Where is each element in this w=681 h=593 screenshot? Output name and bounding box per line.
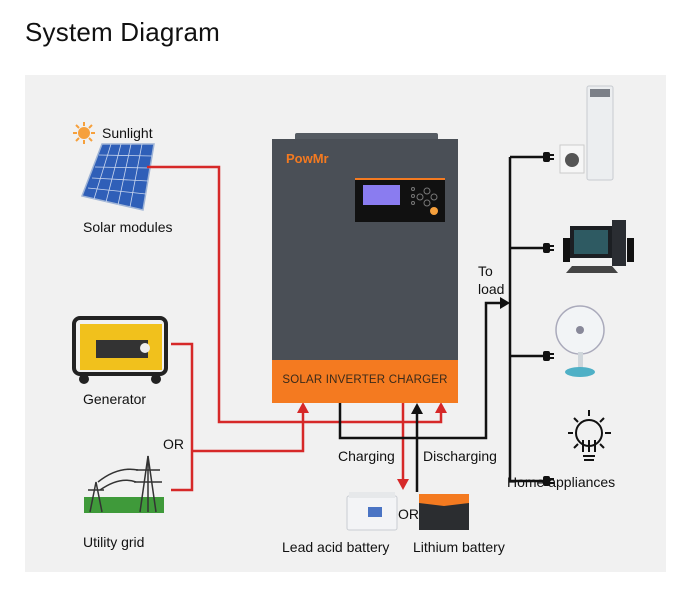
power-button-icon <box>430 207 438 215</box>
plug-icon <box>543 476 554 486</box>
utility-grid-icon <box>84 455 164 513</box>
washing-machine-icon <box>559 144 585 174</box>
fan-icon <box>555 305 605 377</box>
inverter-label: SOLAR INVERTER CHARGER <box>282 374 448 386</box>
ac-input-lines <box>147 165 443 492</box>
to-load-label-line1: To <box>478 263 493 279</box>
discharging-label: Discharging <box>423 448 497 464</box>
solar-modules-label: Solar modules <box>83 219 173 235</box>
to-load-label-line2: load <box>478 281 505 297</box>
lead-acid-battery-icon <box>346 492 398 531</box>
inverter-brand-logo: PowMr <box>286 151 329 166</box>
plug-icon <box>543 351 554 361</box>
to-load-arrow-icon <box>500 297 510 309</box>
utility-grid-label: Utility grid <box>83 534 145 550</box>
sun-icon <box>73 122 95 144</box>
solar-panel-icon <box>80 143 155 211</box>
plug-icon <box>543 243 554 253</box>
ac-arrow-icon <box>297 402 309 413</box>
air-conditioner-icon <box>586 85 614 181</box>
home-appliances-label: Home appliances <box>507 474 616 490</box>
or-battery-label: OR <box>398 506 419 522</box>
lcd-screen <box>363 185 400 205</box>
discharging-arrow-icon <box>411 403 423 414</box>
lithium-battery-icon <box>419 494 469 530</box>
sunlight-label: Sunlight <box>102 125 153 141</box>
generator-icon <box>72 316 168 384</box>
solar-line <box>147 165 443 424</box>
light-bulb-icon <box>568 410 611 461</box>
ac-input-line <box>192 410 305 453</box>
inverter-unit <box>272 133 458 403</box>
solar-arrow-icon <box>435 402 447 413</box>
plug-icon <box>543 152 554 162</box>
lead-acid-battery-label: Lead acid battery <box>282 539 390 555</box>
computer-icon <box>563 220 634 273</box>
output-lines <box>338 155 545 492</box>
charging-label: Charging <box>338 448 395 464</box>
generator-label: Generator <box>83 391 147 407</box>
page-title: System Diagram <box>25 17 220 47</box>
lithium-battery-label: Lithium battery <box>413 539 505 555</box>
or-source-label: OR <box>163 436 184 452</box>
charging-arrow-icon <box>397 479 409 490</box>
generator-grid-line <box>171 342 194 492</box>
